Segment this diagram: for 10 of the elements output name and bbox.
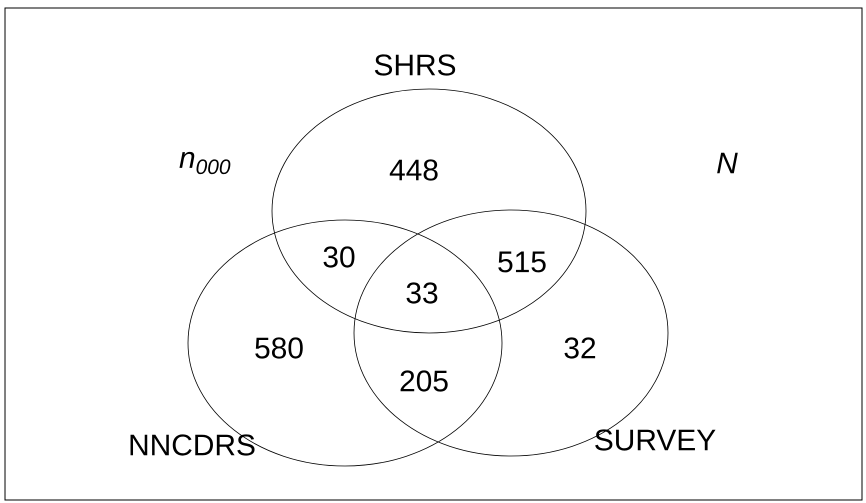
node-label: SHRS: [374, 54, 456, 76]
region-count: 33: [406, 282, 438, 304]
region-count: N: [717, 152, 738, 174]
region-count: n$_{000}$: [180, 152, 230, 174]
region-count: 30: [324, 246, 354, 268]
region-count: 205: [400, 370, 448, 392]
region-count: 580: [255, 337, 303, 359]
region-count: 448: [390, 159, 438, 181]
region-count: 515: [498, 252, 546, 272]
region-count: 32: [564, 337, 596, 359]
